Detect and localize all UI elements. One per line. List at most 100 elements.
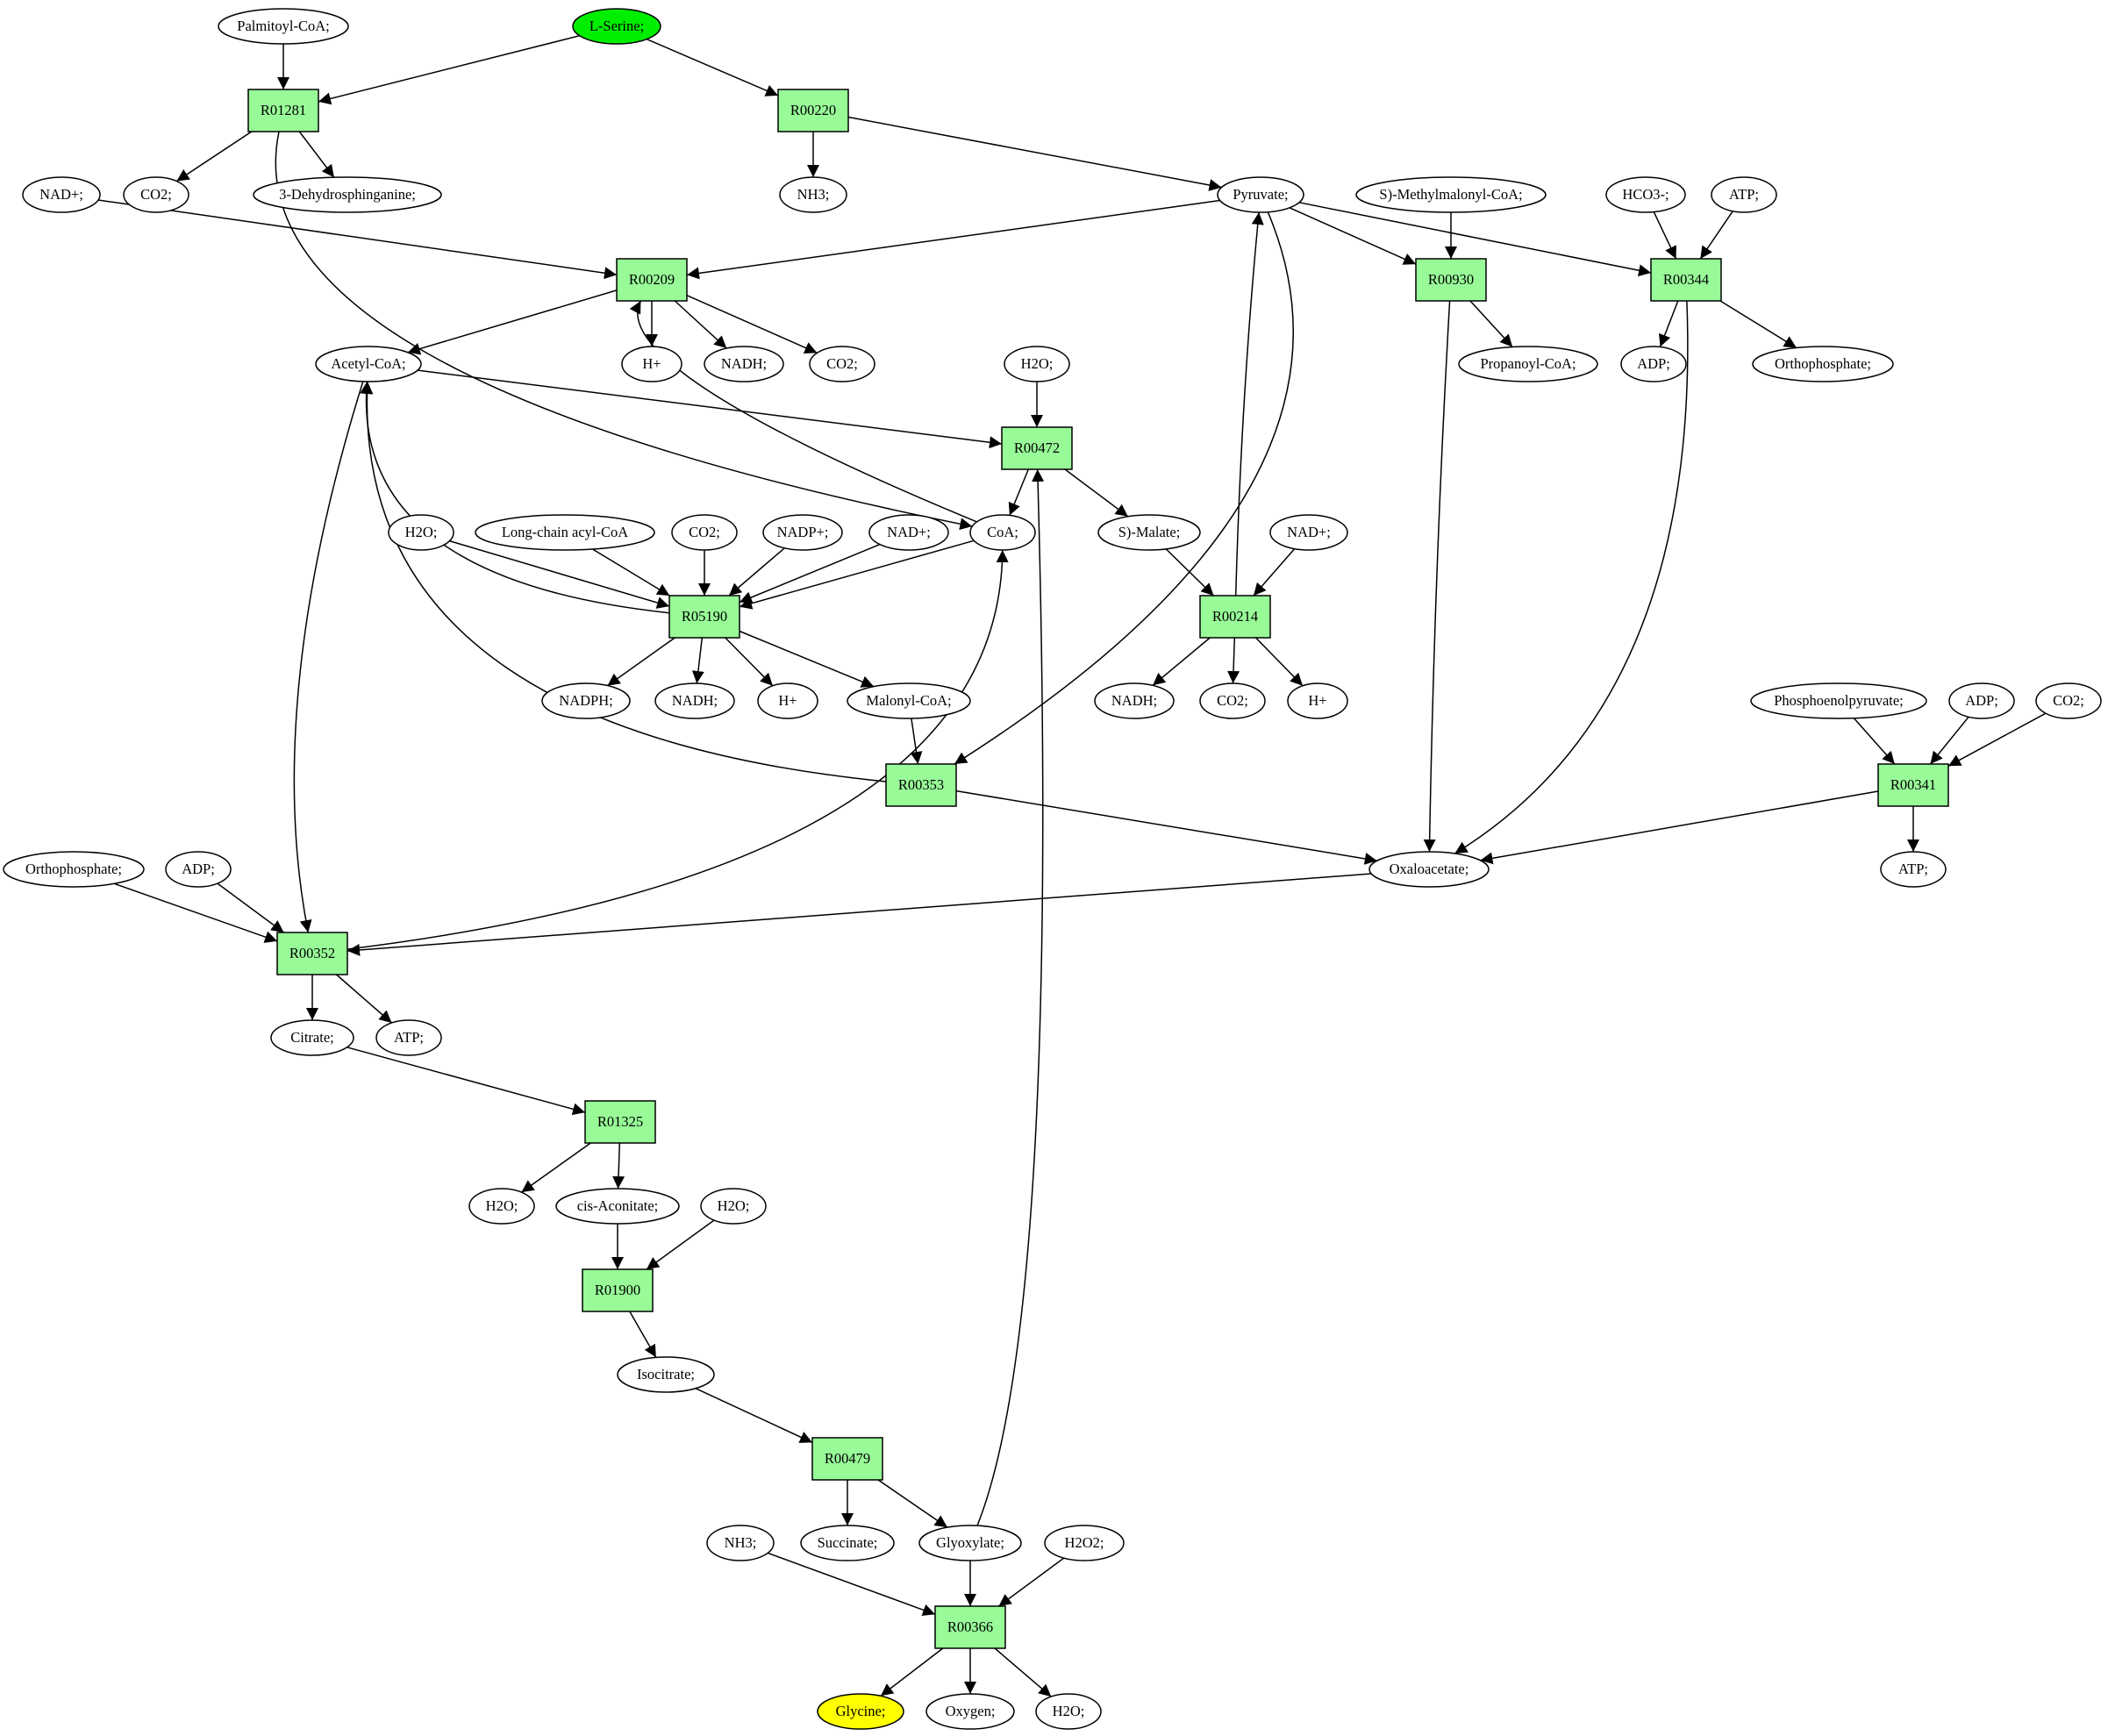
reaction-box <box>584 1100 656 1144</box>
edge-nad2-to-r05190 <box>739 543 881 604</box>
edge-pyruvate-to-r00930 <box>1289 207 1417 265</box>
compound-ellipse <box>779 176 847 213</box>
node-label: Palmitoyl-CoA; <box>237 18 329 34</box>
reaction-node-r01325: R01325 <box>584 1100 656 1144</box>
node-label: R00341 <box>1890 776 1936 793</box>
reaction-node-r00341: R00341 <box>1877 763 1949 807</box>
edge-r01281-to-co2_1 <box>175 131 253 182</box>
node-label: ADP; <box>1637 355 1670 372</box>
compound-ellipse <box>1199 682 1266 719</box>
reaction-box <box>1877 763 1949 807</box>
compound-node-h2o_4: H2O; <box>700 1188 767 1225</box>
compound-node-h2o_2: H2O; <box>388 514 454 551</box>
node-label: S)-Methylmalonyl-CoA; <box>1379 186 1522 203</box>
compound-node-adp2: ADP; <box>1948 682 2015 719</box>
compound-node-atp3: ATP; <box>375 1019 442 1056</box>
node-label: Oxygen; <box>946 1703 996 1719</box>
compound-ellipse <box>3 851 145 888</box>
edge-r00930-to-propanoyl <box>1469 300 1513 348</box>
edge-h2o_2-to-r05190 <box>449 539 670 609</box>
node-label: Orthophosphate; <box>1775 355 1871 372</box>
reaction-node-r01900: R01900 <box>582 1268 654 1312</box>
node-label: H2O; <box>718 1197 750 1214</box>
node-label: R00220 <box>790 102 836 118</box>
edge-malonyl-to-r00353 <box>910 718 923 765</box>
compound-ellipse <box>375 1019 442 1056</box>
edge-r00341-to-oxaloacetate <box>1480 790 1879 865</box>
reaction-box <box>1415 258 1487 302</box>
compound-node-h2o_5: H2O; <box>1035 1693 1102 1730</box>
compound-node-ortho2: Orthophosphate; <box>3 851 145 888</box>
compound-ellipse <box>572 8 661 45</box>
compound-ellipse <box>1044 1525 1125 1561</box>
reaction-box <box>811 1437 883 1481</box>
node-label: CO2; <box>689 524 720 540</box>
compound-ellipse <box>918 1525 1022 1561</box>
edge-r01325-to-h2o_3 <box>520 1142 591 1193</box>
node-label: ATP; <box>394 1029 424 1046</box>
edge-pyruvate-to-r00209 <box>686 199 1220 280</box>
reaction-node-r00214: R00214 <box>1199 595 1271 639</box>
compound-ellipse <box>555 1188 680 1225</box>
compound-node-adp3: ADP; <box>165 851 232 888</box>
compound-node-palmitoylcoa: Palmitoyl-CoA; <box>218 8 349 45</box>
reaction-box <box>934 1605 1006 1649</box>
compound-ellipse <box>1620 346 1687 382</box>
compound-node-propanoyl: Propanoyl-CoA; <box>1458 346 1598 382</box>
compound-ellipse <box>1097 514 1201 551</box>
node-label: HCO3-; <box>1622 186 1669 203</box>
edge-r00214-to-hplus3 <box>1254 637 1304 687</box>
compound-node-smalate: S)-Malate; <box>1097 514 1201 551</box>
compound-node-hplus2: H+ <box>757 682 818 719</box>
edge-nad3-to-r00214 <box>1253 548 1296 597</box>
edge-pyruvate-to-r00353 <box>954 211 1294 765</box>
compound-node-h2o_1: H2O; <box>1004 346 1070 382</box>
edge-r00344-to-oxaloacetate <box>1454 300 1689 854</box>
compound-node-dehydro: 3-Dehydrosphinganine; <box>253 176 442 213</box>
edge-r05190-to-malonyl <box>739 630 875 688</box>
compound-ellipse <box>817 1693 904 1730</box>
compound-ellipse <box>1880 851 1947 888</box>
edge-lserine-to-r01281 <box>318 34 580 105</box>
compound-ellipse <box>757 682 818 719</box>
node-label: CO2; <box>826 355 858 372</box>
compound-node-h2o2: H2O2; <box>1044 1525 1125 1561</box>
reaction-box <box>1199 595 1271 639</box>
compound-ellipse <box>706 1525 775 1561</box>
reaction-box <box>1650 258 1722 302</box>
compound-node-lserine: L-Serine; <box>572 8 661 45</box>
reaction-box <box>885 763 957 807</box>
edge-h2o2-to-r00366 <box>998 1557 1065 1607</box>
compound-node-glyoxylate: Glyoxylate; <box>918 1525 1022 1561</box>
reaction-box <box>616 258 688 302</box>
reaction-node-r00209: R00209 <box>616 258 688 302</box>
node-label: H2O; <box>486 1197 518 1214</box>
node-label: Isocitrate; <box>637 1366 695 1382</box>
compound-ellipse <box>1287 682 1348 719</box>
edge-r00472-to-smalate <box>1064 468 1129 518</box>
edge-glyoxylate-to-r00472 <box>976 468 1045 1526</box>
edge-r05190-to-acetylcoa <box>360 381 670 614</box>
compound-ellipse <box>1368 851 1490 888</box>
node-label: NAD+; <box>887 524 931 540</box>
edge-nh3_2-to-r00366 <box>767 1552 936 1617</box>
edge-oxaloacetate-to-r00352 <box>347 873 1372 956</box>
compound-node-oxaloacetate: Oxaloacetate; <box>1368 851 1490 888</box>
compound-ellipse <box>654 682 735 719</box>
compound-ellipse <box>468 1188 535 1225</box>
node-label: H2O; <box>405 524 438 540</box>
node-label: H+ <box>778 692 797 709</box>
compound-ellipse <box>1217 176 1304 213</box>
reaction-box <box>668 595 740 639</box>
edge-r05190-to-nadh2 <box>691 637 704 684</box>
node-label: NAD+; <box>39 186 83 203</box>
node-label: NADH; <box>672 692 718 709</box>
compound-ellipse <box>704 346 784 382</box>
compound-ellipse <box>1750 682 1927 719</box>
compound-node-nh3_2: NH3; <box>706 1525 775 1561</box>
reaction-node-r00366: R00366 <box>934 1605 1006 1649</box>
edge-r00472-to-coa <box>1008 468 1029 516</box>
node-label: NH3; <box>797 186 830 203</box>
edge-r00930-to-oxaloacetate <box>1423 300 1451 853</box>
